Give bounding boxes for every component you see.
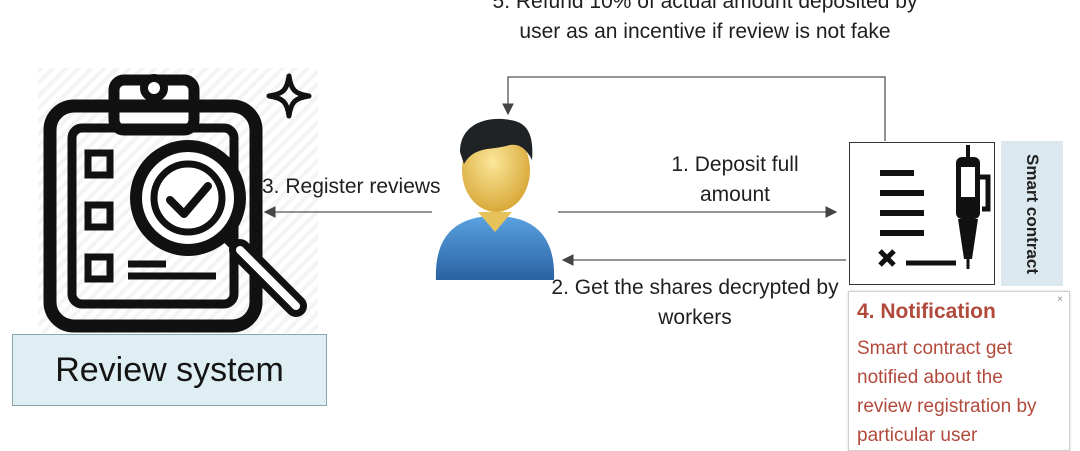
step5-label: 5. Refund 10% of actual amount deposited… [492,0,918,43]
close-icon[interactable]: × [1057,294,1063,305]
sparkle-icon [266,73,312,119]
review-system-box: Review system [12,334,327,406]
user-icon [435,118,555,280]
clipboard-magnifier-icon [43,74,307,333]
arrow-step5 [502,76,886,141]
arrows-layer [263,76,886,266]
smart-contract-box [849,142,995,285]
step1-label: 1. Deposit full amount [671,153,799,206]
step2-label: 2. Get the shares decrypted by workers [551,276,839,329]
notification-title: 4. Notification [857,300,996,323]
smart-contract-tab: Smart contract [1001,141,1063,286]
contract-icon [878,145,991,269]
step3-label: 3. Register reviews [262,175,441,198]
review-system-label: Review system [55,350,284,389]
smart-contract-label: Smart contract [1023,153,1042,274]
notification-popup: × 4. Notification Smart contract get not… [848,291,1070,451]
